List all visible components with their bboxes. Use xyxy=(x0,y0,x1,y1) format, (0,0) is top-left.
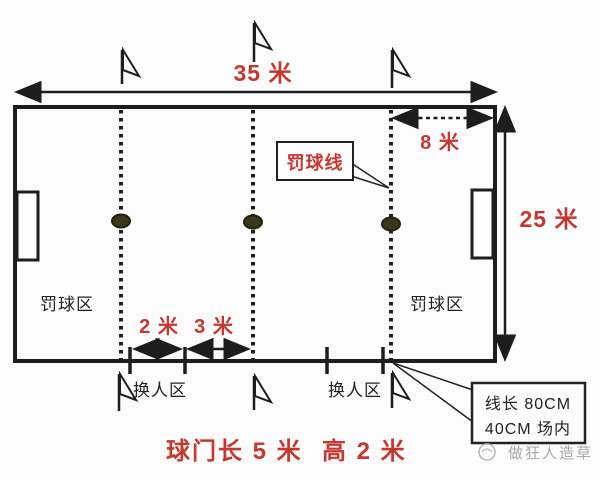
penalty-line-callout-box xyxy=(276,141,354,181)
flag-bottom-right-icon xyxy=(390,369,412,408)
penalty-line-callout-label: 罚球线 xyxy=(287,152,344,173)
penalty-line-callout-pointer xyxy=(350,161,390,189)
flag-note-pointer-line-2 xyxy=(392,362,474,423)
penalty-distance-label: 8 米 xyxy=(420,131,460,154)
width-dimension-label: 35 米 xyxy=(234,60,293,86)
penalty-area-right-label: 罚球区 xyxy=(410,295,464,314)
watermark-logo-icon xyxy=(478,443,496,461)
goal-size-note-part1: 球门长 5 米 xyxy=(166,437,303,465)
flag-line-note-line2: 40CM 场内 xyxy=(485,420,571,438)
center-spot xyxy=(243,214,263,230)
flag-line-note-line1: 线长 80CM xyxy=(485,395,571,413)
flag-bottom-left-icon xyxy=(117,370,139,411)
watermark-text: 做狂人造草 xyxy=(508,445,593,462)
flag-top-right-icon xyxy=(390,46,412,88)
sub-zone-right-label: 换人区 xyxy=(328,381,382,400)
penalty-spot-left xyxy=(111,213,131,229)
sub-gap-label: 2 米 xyxy=(139,315,179,338)
flag-top-left-icon xyxy=(120,46,142,84)
flag-bottom-center-icon xyxy=(252,372,274,410)
height-dimension-label: 25 米 xyxy=(520,206,579,232)
sub-zone-left-label: 换人区 xyxy=(133,381,187,400)
flag-top-center-icon xyxy=(252,19,274,62)
sub-width-label: 3 米 xyxy=(194,315,234,338)
penalty-spot-right xyxy=(381,216,401,232)
flag-line-note-box xyxy=(470,381,587,445)
penalty-area-left-label: 罚球区 xyxy=(40,295,94,314)
flag-note-pointer-line-1 xyxy=(392,362,474,391)
right-goal-box xyxy=(470,188,495,260)
left-goal-box xyxy=(15,190,40,262)
goal-size-note-part2: 高 2 米 xyxy=(322,437,407,465)
